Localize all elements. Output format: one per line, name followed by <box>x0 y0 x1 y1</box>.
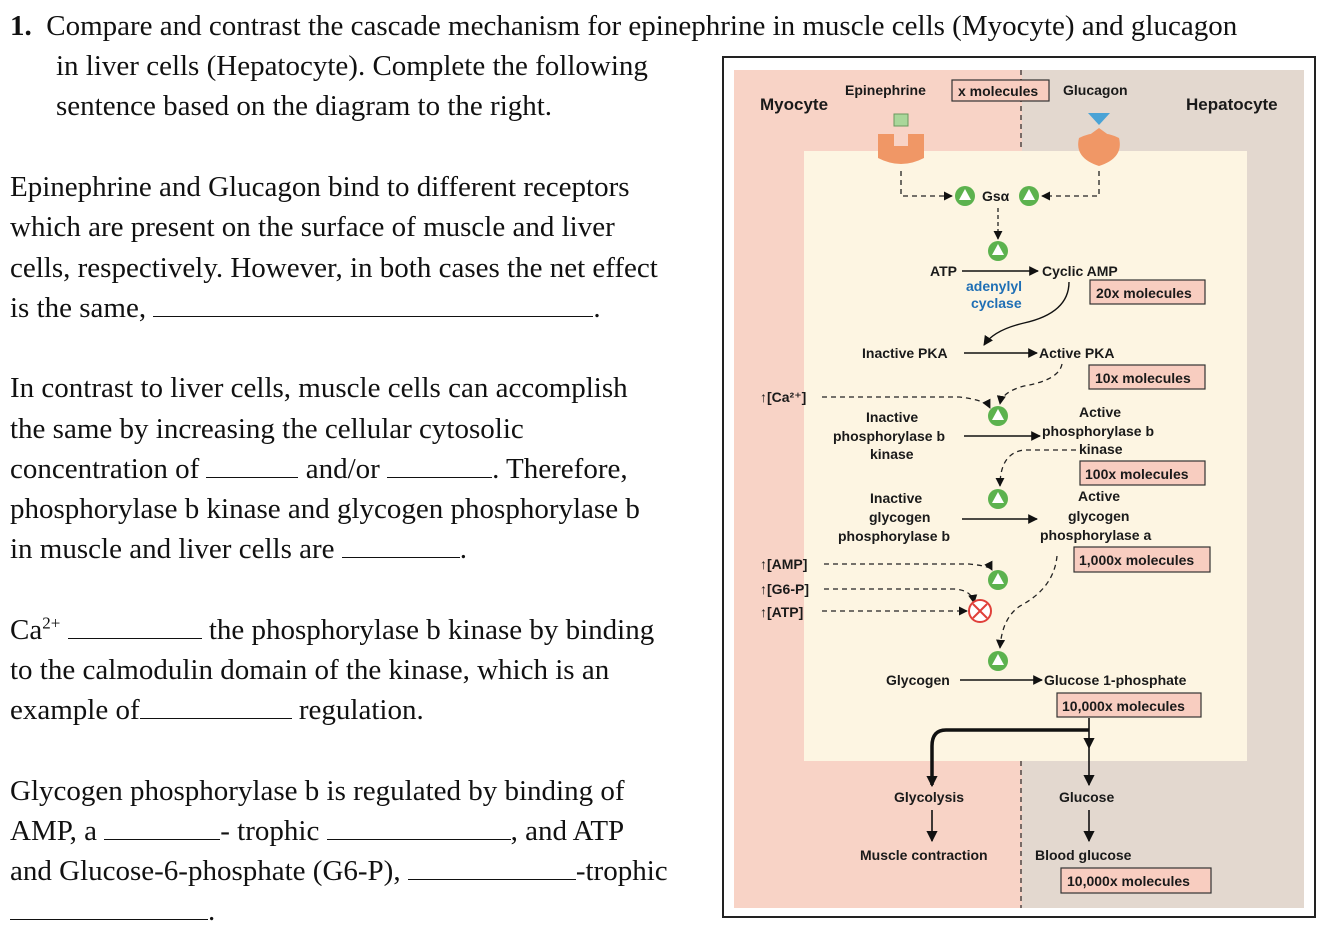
active-gp-line1: Active <box>1078 488 1120 504</box>
cyclic-amp-label: Cyclic AMP <box>1042 263 1118 279</box>
cascade-diagram-svg: Myocyte Hepatocyte Epinephrine Glucagon … <box>734 70 1304 908</box>
answer-blank[interactable] <box>326 812 511 840</box>
question-line-3: sentence based on the diagram to the rig… <box>56 90 553 122</box>
para1-line2: which are present on the surface of musc… <box>10 211 615 243</box>
active-kinase-line2: phosphorylase b <box>1042 423 1154 439</box>
glucose-1-phosphate-label: Glucose 1-phosphate <box>1044 672 1187 688</box>
para3-line3: example of regulation. <box>10 690 424 731</box>
active-gp-line3: phosphorylase a <box>1040 527 1151 543</box>
para2-line1: In contrast to liver cells, muscle cells… <box>10 372 628 404</box>
myocyte-label: Myocyte <box>760 95 828 114</box>
para4-line1: Glycogen phosphorylase b is regulated by… <box>10 775 625 807</box>
cytosol-region <box>804 151 1247 761</box>
glucagon-ligand <box>1088 113 1110 125</box>
answer-blank[interactable] <box>153 289 594 317</box>
para2-line3: concentration of and/or . Therefore, <box>10 449 628 490</box>
answer-blank[interactable] <box>341 530 460 558</box>
para4-line3: and Glucose-6-phosphate (G6-P), -trophic <box>10 851 668 892</box>
100x-molecules-box: 100x molecules <box>1085 466 1189 482</box>
x-molecules-box: x molecules <box>958 83 1038 99</box>
para3-line1: Ca2+ the phosphorylase b kinase by bindi… <box>10 610 654 651</box>
10000x-molecules-box-2: 10,000x molecules <box>1067 873 1190 889</box>
atp-label: ATP <box>930 263 957 279</box>
question-heading: 1. Compare and contrast the cascade mech… <box>10 10 1238 42</box>
gsa-label: Gsα <box>982 188 1010 204</box>
answer-blank[interactable] <box>67 611 202 639</box>
cascade-diagram: Myocyte Hepatocyte Epinephrine Glucagon … <box>722 56 1316 918</box>
glycogen-label: Glycogen <box>886 672 950 688</box>
answer-blank[interactable] <box>407 852 576 880</box>
glucose-label: Glucose <box>1059 789 1114 805</box>
answer-blank[interactable] <box>387 450 493 478</box>
para4-line4: . <box>10 891 215 932</box>
answer-blank[interactable] <box>104 812 221 840</box>
20x-molecules-box: 20x molecules <box>1096 285 1192 301</box>
glucagon-receptor <box>1078 128 1120 166</box>
inactive-gp-line3: phosphorylase b <box>838 528 950 544</box>
inactive-kinase-line1: Inactive <box>866 409 918 425</box>
glycolysis-label: Glycolysis <box>894 789 964 805</box>
inactive-kinase-line3: kinase <box>870 446 914 462</box>
answer-blank[interactable] <box>206 450 299 478</box>
epinephrine-receptor <box>878 134 924 164</box>
glucagon-label: Glucagon <box>1063 82 1128 98</box>
para4-line2: AMP, a - trophic , and ATP <box>10 811 624 852</box>
para3-line2: to the calmodulin domain of the kinase, … <box>10 654 610 686</box>
para2-line4: phosphorylase b kinase and glycogen phos… <box>10 493 640 525</box>
1000x-molecules-box: 1,000x molecules <box>1079 552 1194 568</box>
answer-blank[interactable] <box>10 892 208 920</box>
10x-molecules-box: 10x molecules <box>1095 370 1191 386</box>
para1-line4: is the same, . <box>10 288 601 329</box>
cyclase-label: cyclase <box>971 295 1022 311</box>
question-line-2: in liver cells (Hepatocyte). Complete th… <box>56 50 648 82</box>
answer-blank[interactable] <box>139 691 292 719</box>
para1-line3: cells, respectively. However, in both ca… <box>10 252 658 284</box>
para2-line5: in muscle and liver cells are . <box>10 529 467 570</box>
active-pka-label: Active PKA <box>1039 345 1114 361</box>
blood-glucose-label: Blood glucose <box>1035 847 1132 863</box>
inactive-gp-line2: glycogen <box>869 509 930 525</box>
active-kinase-line1: Active <box>1079 404 1121 420</box>
g6p-label: ↑[G6-P] <box>760 581 809 597</box>
10000x-molecules-box-1: 10,000x molecules <box>1062 698 1185 714</box>
atp-up-label: ↑[ATP] <box>760 604 803 620</box>
para2-line2: the same by increasing the cellular cyto… <box>10 413 524 445</box>
adenylyl-label: adenylyl <box>966 278 1022 294</box>
inactive-kinase-line2: phosphorylase b <box>833 428 945 444</box>
inactive-pka-label: Inactive PKA <box>862 345 948 361</box>
amp-label: ↑[AMP] <box>760 556 807 572</box>
active-kinase-line3: kinase <box>1079 441 1123 457</box>
muscle-contraction-label: Muscle contraction <box>860 847 988 863</box>
hepatocyte-label: Hepatocyte <box>1186 95 1278 114</box>
calcium-label: ↑[Ca²⁺] <box>760 389 806 405</box>
epinephrine-label: Epinephrine <box>845 82 926 98</box>
para1-line1: Epinephrine and Glucagon bind to differe… <box>10 171 630 203</box>
inactive-gp-line1: Inactive <box>870 490 922 506</box>
epinephrine-ligand <box>893 113 909 127</box>
active-gp-line2: glycogen <box>1068 508 1129 524</box>
